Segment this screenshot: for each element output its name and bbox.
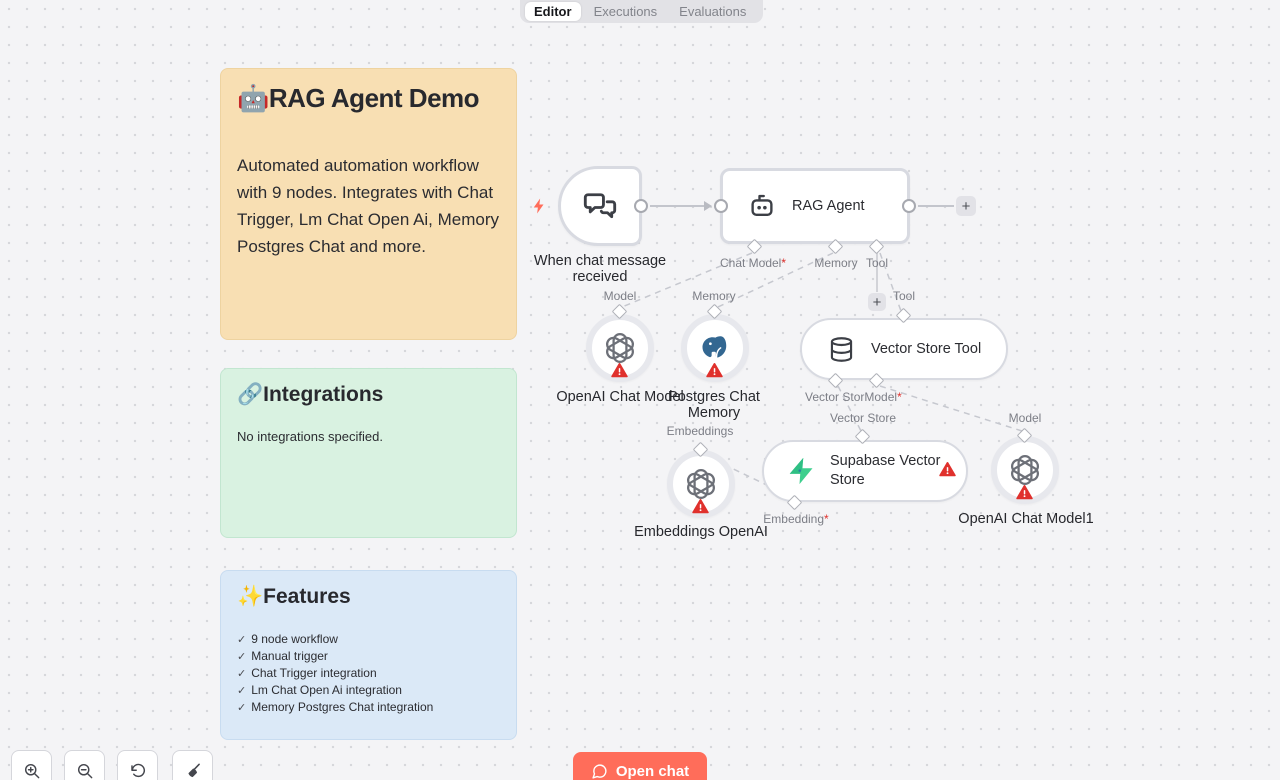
port-label-memory: Memory [692,289,736,303]
supabase-logo-icon [786,456,816,486]
sticky-body: No integrations specified. [237,429,383,444]
postgres-logo-icon [700,333,730,363]
feature-list: ✓9 node workflow ✓Manual trigger ✓Chat T… [237,631,500,716]
add-node-button[interactable]: + [868,293,886,311]
node-label-openai-chat-model1: OpenAI Chat Model1 [958,511,1094,527]
output-port[interactable] [634,199,648,213]
chat-bubbles-icon [582,188,618,224]
openai-logo-icon [1009,454,1041,486]
sticky-note-features[interactable]: ✨Features ✓9 node workflow ✓Manual trigg… [220,570,517,740]
node-vector-store-tool[interactable]: Vector Store Tool [800,318,1008,380]
feature-item: ✓Chat Trigger integration [237,666,377,680]
open-chat-button[interactable]: Open chat [573,752,707,780]
check-icon: ✓ [237,634,247,646]
node-label-postgres-chat-memory: Postgres Chat Memory [668,389,760,421]
port-label-tool: Tool [893,289,916,303]
tab-evaluations[interactable]: Evaluations [679,4,747,19]
trigger-bolt-icon [530,197,548,215]
sticky-title: 🤖RAG Agent Demo [237,83,480,113]
sticky-title: ✨Features [237,585,351,608]
node-label-embeddings-openai: Embeddings OpenAI [634,524,768,540]
warning-icon [611,362,628,379]
warning-icon [706,362,723,379]
port-label-tool: Tool [865,256,889,270]
robot-icon [747,191,777,221]
zoom-out-icon [76,762,94,780]
sticky-title: 🔗Integrations [237,383,384,406]
tab-executions[interactable]: Executions [593,4,658,19]
zoom-in-button[interactable] [11,750,52,780]
feature-item: ✓Manual trigger [237,649,328,663]
feature-item: ✓Lm Chat Open Ai integration [237,683,402,697]
broom-icon [184,762,202,780]
warning-icon [939,461,956,478]
feature-item: ✓Memory Postgres Chat integration [237,700,434,714]
view-tabbar: Editor Executions Evaluations [520,0,763,23]
warning-icon [692,498,709,515]
check-icon: ✓ [237,651,247,663]
check-icon: ✓ [237,685,247,697]
port-label-chat-model: Chat Model* [719,256,787,270]
sticky-note-integrations[interactable]: 🔗Integrations No integrations specified. [220,368,517,538]
node-supabase-vector-store[interactable]: Supabase Vector Store [762,440,968,502]
check-icon: ✓ [237,668,247,680]
tab-editor[interactable]: Editor [525,2,581,21]
sticky-body: Automated automation workflow with 9 nod… [237,156,500,256]
port-label-model: Model [1008,411,1042,425]
port-label-vector-store-model: Vector StorModel* [805,390,902,404]
node-label-trigger: When chat message received [533,253,667,285]
node-label-openai-chat-model: OpenAI Chat Model [556,389,684,405]
undo-button[interactable] [117,750,158,780]
openai-logo-icon [604,332,636,364]
openai-logo-icon [685,468,717,500]
input-port[interactable] [714,199,728,213]
node-title: Vector Store Tool [871,341,982,357]
node-title: RAG Agent [792,198,865,214]
zoom-out-button[interactable] [64,750,105,780]
feature-item: ✓9 node workflow [237,632,338,646]
port-label-vector-store: Vector Store [829,411,897,425]
node-rag-agent[interactable]: RAG Agent [720,168,910,244]
add-node-button[interactable]: + [956,196,976,216]
node-when-chat-message-received[interactable] [558,166,642,246]
warning-icon [1016,484,1033,501]
zoom-in-icon [23,762,41,780]
check-icon: ✓ [237,702,247,714]
output-port[interactable] [902,199,916,213]
port-label-memory: Memory [814,256,858,270]
tidy-up-button[interactable] [172,750,213,780]
node-title: Supabase Vector Store [830,453,941,488]
undo-icon [129,763,146,780]
database-icon [828,336,855,363]
sticky-note-rag-agent-demo[interactable]: 🤖RAG Agent Demo Automated automation wor… [220,68,517,340]
port-label-embedding: Embedding* [763,512,829,526]
port-label-embeddings: Embeddings [666,424,734,438]
chat-bubble-icon [591,763,608,780]
open-chat-label: Open chat [615,762,690,780]
port-label-model: Model [603,289,637,303]
